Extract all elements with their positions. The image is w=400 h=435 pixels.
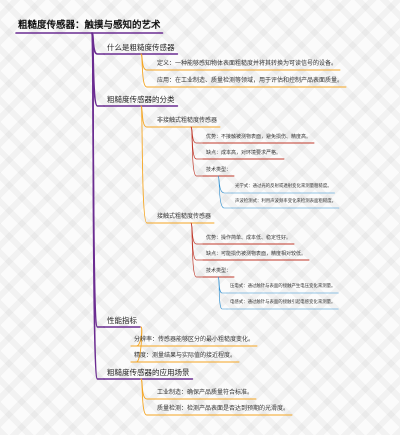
leaf-industrial: 工业制造：确保产品质量符合标准。 [157, 389, 254, 396]
leaf-contact-advantage: 优势：操作简单、成本低、稳定性好。 [206, 235, 292, 241]
branch-performance: 性能指标 [107, 316, 137, 325]
branch-classification: 粗糙度传感器的分类 [107, 95, 175, 104]
leaf-inductive: 电感式：通过触针与表面的接触引起电感变化来测量。 [230, 300, 336, 305]
leaf-contact-tech-type: 技术类型： [206, 268, 232, 274]
leaf-optical: 光学式：通过光的反射或透射变化来测量粗糙度。 [235, 184, 332, 189]
leaf-resolution: 分辨率：传感器能够区分的最小粗糙度变化。 [134, 336, 255, 343]
leaf-acoustic: 声波检测式：利用声波频率变化来检测表面粗糙度。 [235, 199, 336, 204]
subbranch-contact: 接触式粗糙度传感器 [157, 213, 212, 220]
leaf-non-contact-disadvantage: 缺点：成本高，对环境要求严格。 [206, 150, 282, 156]
branch-what-is: 什么是粗糙度传感器 [107, 43, 175, 52]
leaf-application: 应用：在工业制造、质量检测等领域，用于评估和控制产品表面质量。 [157, 77, 344, 84]
leaf-accuracy: 精度：测量结果与实际值的接近程度。 [134, 352, 237, 359]
subbranch-non-contact: 非接触式粗糙度传感器 [157, 117, 218, 124]
leaf-quality-inspection: 质量检测：检测产品表面是否达到预期的光滑度。 [157, 405, 290, 412]
mindmap-root-title: 粗糙度传感器：触摸与感知的艺术 [18, 20, 161, 31]
leaf-non-contact-tech-type: 技术类型： [206, 167, 232, 173]
leaf-non-contact-advantage: 优势：不接触被测物表面，避免损伤、精度高。 [206, 134, 312, 140]
leaf-piezoelectric: 压电式：通过触针与表面的接触产生电压变化来测量。 [230, 284, 336, 289]
branch-scenarios: 粗糙度传感器的应用场景 [107, 368, 190, 377]
leaf-definition: 定义：一种能够感知物体表面粗糙度并将其转换为可读信号的设备。 [157, 60, 338, 67]
leaf-contact-disadvantage: 缺点：可能损伤被测物表面，精度相对较低。 [206, 251, 307, 257]
